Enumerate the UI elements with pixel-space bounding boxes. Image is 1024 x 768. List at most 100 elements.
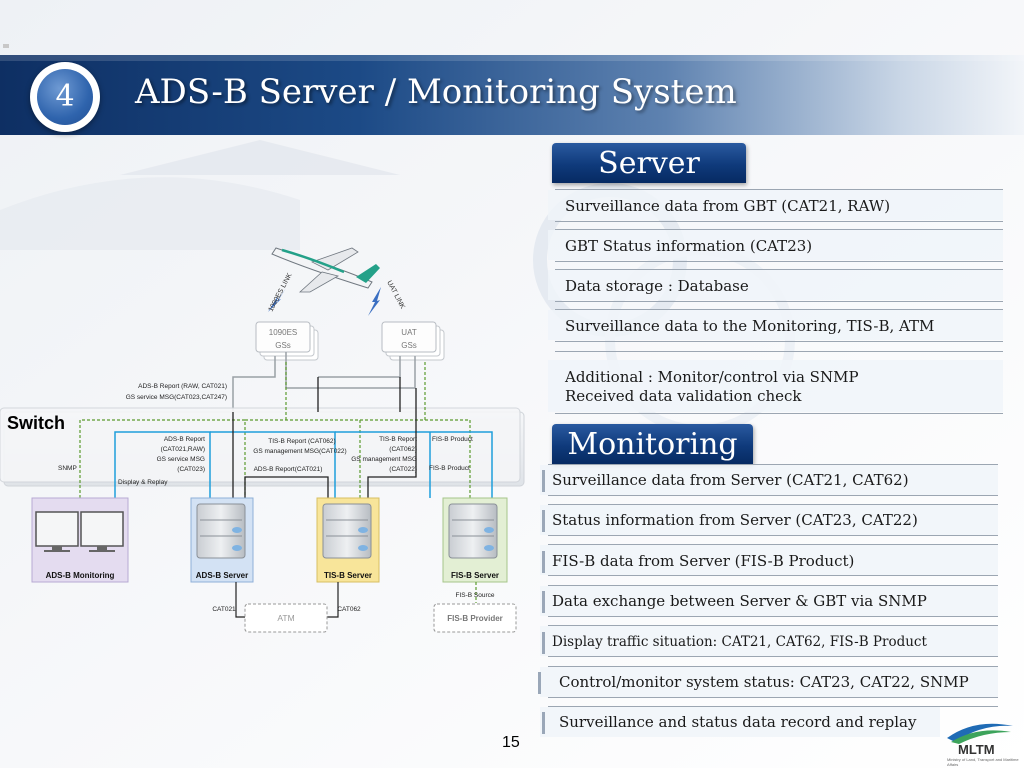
- logo-subtext: Ministry of Land, Transport and Maritime…: [947, 757, 1019, 767]
- row-shade: [548, 230, 1003, 260]
- gs-uat-box: UAT GSs: [381, 321, 445, 361]
- svg-text:SNMP: SNMP: [58, 465, 77, 472]
- row-shade: [540, 545, 998, 575]
- title-band: [0, 55, 1024, 135]
- section-number-badge: 4: [30, 62, 100, 132]
- adsb-server-box: ADS-B Server: [190, 497, 254, 583]
- svg-text:1090ES: 1090ES: [269, 328, 297, 337]
- link-uat-label: UAT LINK: [385, 280, 406, 311]
- svg-text:UAT: UAT: [401, 328, 417, 337]
- divider: [548, 697, 998, 698]
- lightning-icon: [368, 287, 381, 316]
- system-diagram: 1090ES LINK UAT LINK 1090ES GSs UAT GSs …: [0, 247, 525, 633]
- fisb-provider-box: FIS-B Provider: [433, 603, 517, 633]
- divider: [555, 413, 1003, 414]
- page-number: 15: [502, 734, 520, 751]
- svg-text:FIS-B Provider: FIS-B Provider: [447, 614, 503, 623]
- corner-mark: [3, 44, 9, 48]
- svg-text:GSs: GSs: [275, 341, 291, 350]
- row-shade: [548, 190, 1003, 220]
- server-item: Additional : Monitor/control via SNMP: [565, 368, 859, 386]
- svg-text:ADS-B Report: ADS-B Report: [164, 436, 205, 443]
- adsb-monitoring-box: ADS-B Monitoring: [31, 497, 129, 583]
- row-shade: [548, 360, 1003, 412]
- monitoring-item: Surveillance data from Server (CAT21, CA…: [542, 470, 997, 492]
- server-item: Surveillance data to the Monitoring, TIS…: [565, 317, 935, 335]
- svg-text:GS management MSG(CAT022): GS management MSG(CAT022): [253, 448, 346, 455]
- switch-label: Switch: [7, 413, 66, 433]
- svg-text:CAT062: CAT062: [337, 606, 361, 613]
- svg-text:ATM: ATM: [277, 613, 294, 623]
- divider: [548, 575, 998, 576]
- divider: [555, 301, 1003, 302]
- server-item: Received data validation check: [565, 387, 802, 405]
- divider: [555, 341, 1003, 342]
- monitoring-item: Surveillance and status data record and …: [542, 712, 942, 734]
- divider: [548, 666, 998, 667]
- svg-text:TIS-B Server: TIS-B Server: [324, 571, 372, 580]
- lightning-icon: [268, 288, 286, 312]
- svg-text:(CAT062): (CAT062): [389, 446, 417, 453]
- svg-text:FIS-B Source: FIS-B Source: [455, 592, 494, 599]
- divider: [555, 351, 1003, 352]
- divider: [548, 535, 998, 536]
- row-shade: [540, 586, 998, 616]
- row-shade: [548, 310, 1003, 340]
- svg-text:FIS-B Server: FIS-B Server: [451, 571, 499, 580]
- report-label: GS service MSG(CAT023,CAT247): [126, 394, 227, 401]
- monitoring-item: FIS-B data from Server (FIS-B Product): [542, 551, 997, 573]
- divider: [548, 495, 998, 496]
- row-shade: [540, 707, 940, 737]
- section-number: 4: [37, 69, 93, 125]
- row-shade: [540, 465, 998, 495]
- monitoring-item: Status information from Server (CAT23, C…: [542, 510, 997, 532]
- svg-text:GS service MSG: GS service MSG: [157, 456, 205, 463]
- divider: [555, 229, 1003, 230]
- divider: [548, 616, 998, 617]
- svg-text:ADS-B Monitoring: ADS-B Monitoring: [46, 571, 115, 580]
- tisb-server-box: TIS-B Server: [316, 497, 380, 583]
- logo-text: MLTM: [958, 742, 995, 757]
- divider: [555, 261, 1003, 262]
- svg-text:CAT021: CAT021: [212, 606, 236, 613]
- divider: [548, 585, 998, 586]
- svg-text:GS management MSG: GS management MSG: [351, 456, 417, 463]
- gs-1090-box: 1090ES GSs: [255, 321, 319, 361]
- svg-text:(CAT022): (CAT022): [389, 466, 417, 473]
- atm-box: ATM: [244, 603, 328, 633]
- link-1090-label: 1090ES LINK: [268, 272, 294, 313]
- svg-text:TIS-B Report (CAT062): TIS-B Report (CAT062): [268, 438, 335, 445]
- monitoring-item: Data exchange between Server & GBT via S…: [542, 591, 997, 613]
- server-item: GBT Status information (CAT23): [565, 237, 813, 255]
- svg-text:FIS-B Product: FIS-B Product: [432, 436, 473, 443]
- svg-text:ADS-B Server: ADS-B Server: [196, 571, 248, 580]
- fisb-server-box: FIS-B Server: [442, 497, 508, 583]
- report-label: ADS-B Report (RAW, CAT021): [138, 383, 227, 390]
- server-item: Data storage : Database: [565, 277, 749, 295]
- svg-text:FIS-B Product: FIS-B Product: [429, 465, 470, 472]
- divider: [548, 656, 998, 657]
- row-shade: [540, 667, 998, 697]
- monitoring-header: Monitoring: [552, 424, 753, 464]
- divider: [548, 625, 998, 626]
- svg-text:TIS-B Report: TIS-B Report: [379, 436, 417, 443]
- monitoring-item: Display traffic situation: CAT21, CAT62,…: [542, 632, 997, 654]
- divider: [555, 309, 1003, 310]
- divider: [548, 706, 998, 707]
- svg-text:Display & Replay: Display & Replay: [118, 479, 168, 486]
- divider: [555, 189, 1003, 190]
- server-header: Server: [552, 143, 746, 183]
- row-shade: [540, 626, 998, 656]
- divider: [548, 464, 998, 465]
- slide-title: ADS-B Server / Monitoring System: [135, 72, 737, 112]
- airplane-icon: [271, 247, 380, 293]
- divider: [555, 269, 1003, 270]
- row-shade: [540, 505, 998, 535]
- mltm-logo-icon: [947, 723, 1013, 744]
- divider: [555, 221, 1003, 222]
- row-shade: [548, 270, 1003, 300]
- svg-text:ADS-B Report(CAT021): ADS-B Report(CAT021): [254, 466, 323, 473]
- svg-text:(CAT021,RAW): (CAT021,RAW): [161, 446, 205, 453]
- divider: [548, 504, 998, 505]
- svg-text:GSs: GSs: [401, 341, 417, 350]
